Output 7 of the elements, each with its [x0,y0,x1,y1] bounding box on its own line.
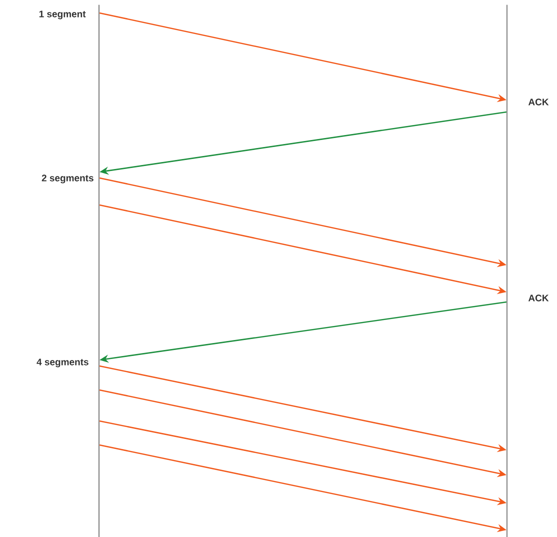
lifeline [98,4,100,537]
lifeline [506,4,508,537]
segment-label: ACK [528,98,549,106]
segment-label: ACK [528,294,549,302]
segment-label: 1 segment [39,10,86,20]
segment-label: 4 segments [36,358,88,368]
segment-label: 2 segments [42,174,94,184]
